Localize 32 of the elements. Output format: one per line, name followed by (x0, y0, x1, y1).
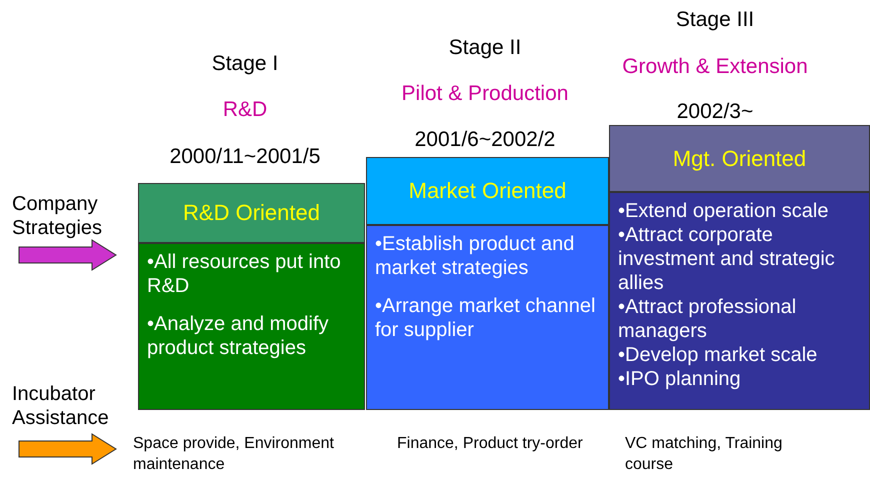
stage-content-box (138, 243, 365, 410)
row-label: Incubator Assistance (12, 382, 110, 430)
bullet-item: •All resources put into R&D (147, 250, 342, 298)
bullet-item: •Establish product and market strategies (375, 232, 576, 280)
bullet-item: •Arrange market channel for supplier (375, 294, 596, 342)
date-range: 2002/3~ (676, 100, 754, 124)
row-label: Company Strategies (12, 192, 104, 240)
bullet-item: •Extend operation scale (618, 199, 830, 223)
date-range: 2001/6~2002/2 (414, 128, 556, 152)
bullet-item: •Develop market scale (618, 343, 818, 367)
assistance-text: Space provide, Environment maintenance (133, 434, 335, 475)
bullet-item: •Attract professional managers (618, 295, 798, 343)
assistance-text: VC matching, Training course (625, 434, 784, 475)
stage-heading: Market Oriented (408, 178, 566, 204)
bullet-item: •Analyze and modify product strategies (147, 312, 330, 360)
stage-number: Stage III (674, 8, 756, 32)
stage-number: Stage II (448, 36, 522, 60)
stage-header-box (366, 157, 609, 225)
stage-name: Growth & Extension (621, 55, 809, 79)
stage-header-box (138, 183, 365, 243)
stage-name: R&D (222, 98, 268, 122)
stage-name: Pilot & Production (400, 82, 570, 106)
stage-heading: Mgt. Oriented (672, 146, 806, 172)
assistance-text: Finance, Product try-order (397, 434, 584, 454)
bullet-item: •IPO planning (618, 367, 742, 391)
stage-content-box (366, 225, 609, 410)
bullet-item: •Attract corporate investment and strategic allies (618, 223, 836, 295)
stage-content-box (609, 192, 870, 410)
stage-number: Stage I (210, 52, 280, 76)
stage-header-box (609, 125, 870, 192)
stage-heading: R&D Oriented (183, 200, 320, 226)
date-range: 2000/11~2001/5 (168, 145, 322, 169)
